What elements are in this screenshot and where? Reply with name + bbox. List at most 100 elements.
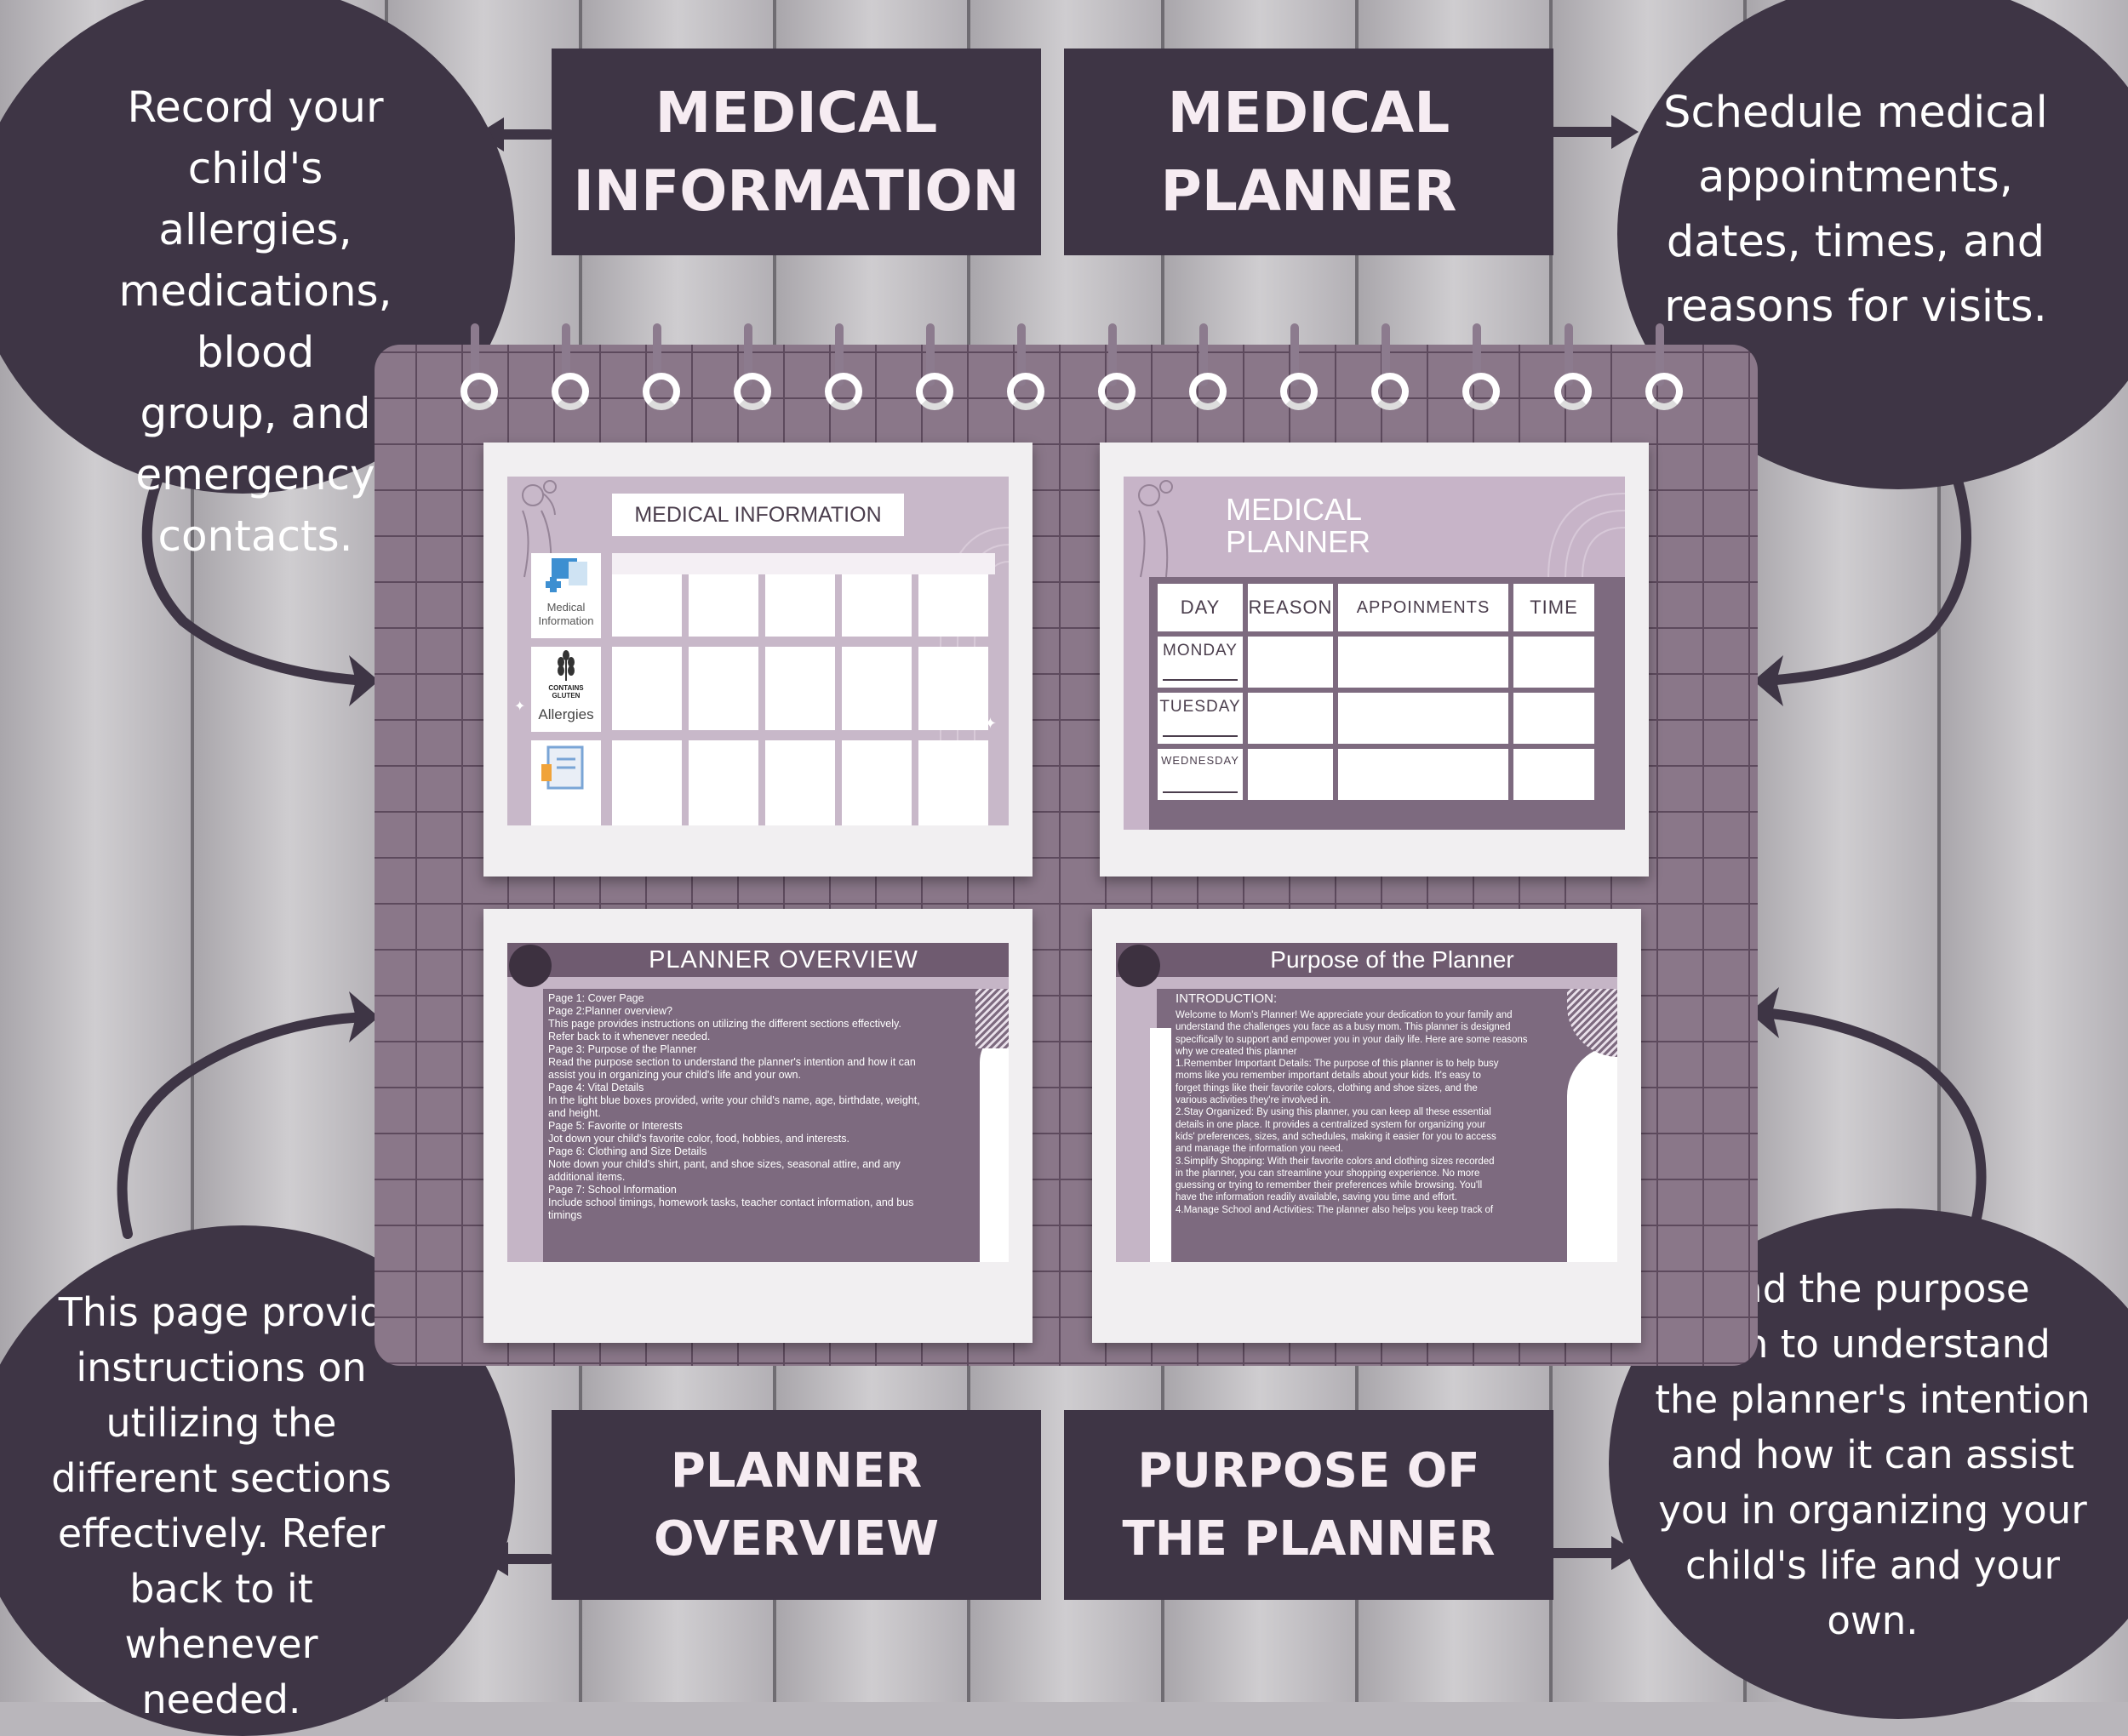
ring-loop (1189, 373, 1227, 410)
arc-decoration (1480, 477, 1625, 580)
ring-loop (1645, 373, 1683, 410)
ring-bar (653, 323, 661, 386)
ring-loop (916, 373, 953, 410)
text-line: 1.Remember Important Details: The purpos… (1176, 1059, 1499, 1070)
text-line: Welcome to Mom's Planner! We appreciate … (1176, 1010, 1513, 1020)
row-label-medical: Medical Information (538, 601, 594, 627)
contains-gluten-badge: CONTAINS GLUTEN (548, 684, 584, 700)
slide-title: Purpose of the Planner (1270, 946, 1514, 973)
grid-cell[interactable] (612, 647, 682, 730)
ring-bar (1656, 323, 1664, 386)
table-header-appoinments: APPOINMENTS (1338, 584, 1508, 631)
ring-bar (1199, 323, 1208, 386)
medical-information-slide: MEDICAL INFORMATION Medical Information … (507, 477, 1009, 825)
table-cell[interactable] (1248, 637, 1333, 688)
table-cell[interactable] (1513, 637, 1594, 688)
panel-accent (1150, 1028, 1171, 1262)
table-header-reason: REASON (1248, 584, 1333, 631)
day-label: WEDNESDAY (1158, 749, 1243, 800)
grid-cell[interactable] (689, 740, 758, 825)
text-line: Page 4: Vital Details (548, 1082, 644, 1094)
purpose-slide: Purpose of the Planner INTRODUCTION: Wel… (1116, 943, 1617, 1262)
text-line: Jot down your child's favorite color, fo… (548, 1133, 849, 1145)
grid-cell[interactable] (765, 740, 835, 825)
ring-loop (1462, 373, 1500, 410)
text-line: 2.Stay Organized: By using this planner,… (1176, 1107, 1491, 1118)
binder-ring (552, 323, 589, 419)
text-line: Note down your child's shirt, pant, and … (548, 1158, 901, 1170)
text-line: Page 2:Planner overview? (548, 1005, 672, 1017)
medical-information-preview: MEDICAL INFORMATION Medical Information … (483, 443, 1033, 877)
plank-gap (1937, 0, 1941, 1702)
text-line: kids' preferences, sizes, and schedules,… (1176, 1131, 1496, 1142)
medical-information-label: MEDICAL INFORMATION (552, 49, 1041, 255)
table-cell[interactable] (1248, 693, 1333, 744)
planner-overview-description: This page provid instructions on utilizi… (51, 1289, 392, 1722)
overview-text-panel (543, 989, 1007, 1262)
text-line: Page 7: School Information (548, 1184, 677, 1196)
ring-bar (835, 323, 844, 386)
text-line: and height. (548, 1107, 601, 1119)
ring-bar (1290, 323, 1299, 386)
table-header-time: TIME (1513, 584, 1594, 631)
slide-title-box: MEDICAL INFORMATION (612, 494, 904, 536)
grid-cell[interactable] (842, 740, 912, 825)
table-cell[interactable] (1513, 749, 1594, 800)
slide-title: PLANNER OVERVIEW (649, 946, 918, 974)
medical-planner-description: Schedule medical appointments, dates, ti… (1663, 88, 2048, 332)
table-cell[interactable] (1338, 749, 1508, 800)
row-icon-allergies: CONTAINS GLUTEN Allergies (531, 647, 601, 732)
text-line: Page 5: Favorite or Interests (548, 1120, 683, 1132)
table-cell[interactable] (1513, 693, 1594, 744)
planner-overview-label-text: PLANNER OVERVIEW (653, 1442, 939, 1567)
binder-ring (643, 323, 680, 419)
text-line: Refer back to it whenever needed. (548, 1031, 711, 1042)
grid-cell[interactable] (842, 647, 912, 730)
ring-loop (1371, 373, 1409, 410)
text-line: This page provides instructions on utili… (548, 1018, 901, 1030)
grid-cell[interactable] (765, 647, 835, 730)
ring-loop (825, 373, 862, 410)
grid-cell[interactable] (689, 647, 758, 730)
day-label: MONDAY (1158, 637, 1243, 688)
table-cell[interactable] (1338, 693, 1508, 744)
text-line: understand the challenges you face as a … (1176, 1022, 1511, 1033)
table-header-day: DAY (1158, 584, 1243, 631)
ring-loop (1098, 373, 1136, 410)
text-line: in the planner, you can streamline your … (1176, 1168, 1480, 1179)
ring-bar (562, 323, 570, 386)
text-line: have the information readily available, … (1176, 1192, 1457, 1203)
day-underline (1163, 791, 1238, 793)
text-line: assist you in organizing your child's li… (548, 1069, 801, 1081)
medical-information-label-text: MEDICAL INFORMATION (573, 79, 1020, 224)
purpose-of-the-planner-label: PURPOSE OF THE PLANNER (1064, 1410, 1553, 1600)
grid-cell[interactable] (918, 647, 988, 730)
grid-cell[interactable] (612, 740, 682, 825)
slide-title: MEDICAL PLANNER (1226, 492, 1371, 559)
table-cell[interactable] (1248, 749, 1333, 800)
ring-loop (734, 373, 771, 410)
ring-loop (1280, 373, 1318, 410)
grid-header-strip (612, 553, 995, 574)
ring-bar (471, 323, 479, 386)
text-line: Page 1: Cover Page (548, 992, 644, 1004)
row-label-allergies: Allergies (538, 706, 594, 722)
text-line: 4.Manage School and Activities: The plan… (1176, 1204, 1494, 1215)
ring-bar (1473, 323, 1481, 386)
text-line: why we created this planner (1176, 1046, 1297, 1057)
grid-cell[interactable] (918, 740, 988, 825)
binder-ring (734, 323, 771, 419)
text-line: Read the purpose section to understand t… (548, 1056, 916, 1068)
slide-header-bar (1116, 943, 1617, 977)
medical-information-description: Record your child's allergies, medicatio… (118, 83, 392, 561)
ring-bar (1108, 323, 1117, 386)
text-line: guessing or trying to remember their pre… (1176, 1180, 1483, 1191)
medical-planner-label-text: MEDICAL PLANNER (1160, 79, 1457, 224)
table-cell[interactable] (1338, 637, 1508, 688)
binder-ring (1098, 323, 1136, 419)
text-line: various activities they're involved in. (1176, 1095, 1331, 1106)
text-line: Include school timings, homework tasks, … (548, 1196, 914, 1208)
